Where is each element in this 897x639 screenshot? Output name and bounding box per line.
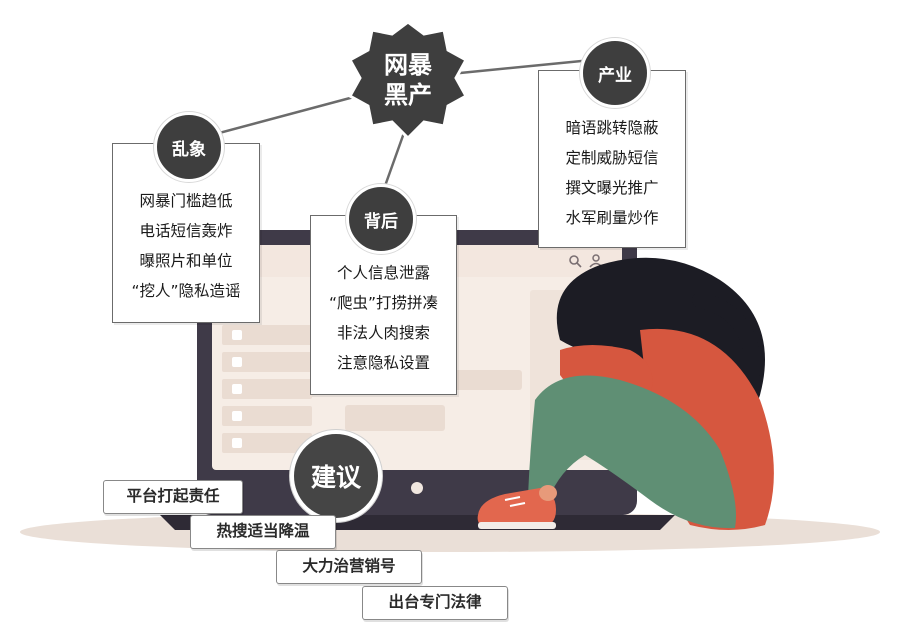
- suggestion-item: 热搜适当降温: [190, 515, 336, 549]
- suggestion-item: 大力治营销号: [276, 550, 422, 584]
- camera-icon: [411, 482, 423, 494]
- search-icon: [569, 255, 582, 268]
- shoe: [477, 488, 556, 528]
- screen-list: [222, 325, 312, 453]
- chanye-title: 产业: [598, 65, 632, 86]
- luanxiang-item: 网暴门槛趋低: [139, 192, 233, 210]
- beihou-title: 背后: [364, 211, 398, 232]
- hub-label-line2: 黑产: [384, 81, 432, 109]
- pants: [528, 375, 736, 529]
- chanye-item: 水军刷量炒作: [565, 209, 659, 227]
- luanxiang-item: 电话短信轰炸: [139, 222, 233, 240]
- hub-label: 网暴 黑产: [350, 50, 466, 110]
- jianyi-badge: 建议: [290, 430, 382, 522]
- beihou-item: 非法人肉搜索: [336, 324, 430, 342]
- sad-girl-figure: [477, 257, 774, 530]
- beihou-item: 个人信息泄露: [336, 264, 430, 282]
- luanxiang-item: 曝照片和单位: [139, 252, 233, 270]
- chanye-item: 定制威胁短信: [565, 149, 659, 167]
- suggestion-item: 出台专门法律: [362, 586, 508, 620]
- luanxiang-badge: 乱象: [154, 112, 224, 182]
- chanye-item: 撰文曝光推广: [565, 179, 659, 197]
- luanxiang-item: “挖人”隐私造谣: [131, 282, 241, 300]
- beihou-item: “爬虫”打捞拼凑: [328, 294, 439, 312]
- jianyi-title: 建议: [310, 463, 361, 492]
- chanye-badge: 产业: [580, 38, 650, 108]
- beihou-badge: 背后: [346, 184, 416, 254]
- hub-label-line1: 网暴: [384, 51, 432, 79]
- beihou-item: 注意隐私设置: [336, 354, 430, 372]
- suggestion-item: 平台打起责任: [103, 480, 243, 514]
- luanxiang-title: 乱象: [172, 139, 206, 160]
- hub-badge: [347, 20, 469, 141]
- chanye-item: 暗语跳转隐蔽: [565, 119, 659, 137]
